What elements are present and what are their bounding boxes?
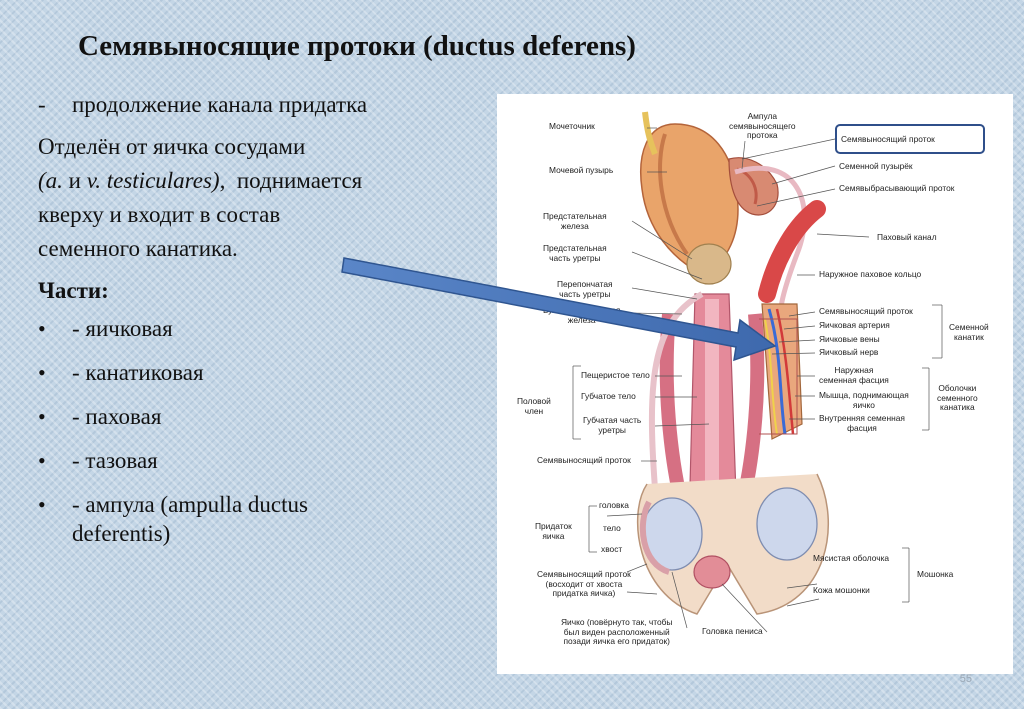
intro-line-1: - продолжение канала придатка <box>38 88 498 122</box>
parts-list: - яичковая - канатиковая - паховая - таз… <box>38 314 498 548</box>
text-block: - продолжение канала придатка Отделён от … <box>38 88 498 563</box>
intro-line-4: кверху и входит в состав <box>38 202 281 227</box>
label-inguinal-canal: Паховый канал <box>877 232 937 242</box>
intro-and: и <box>68 168 81 193</box>
intro-line-3: (a. и v. testiculares), поднимается <box>38 164 498 198</box>
list-item: - яичковая <box>38 314 498 343</box>
list-item: - паховая <box>38 402 498 431</box>
label-seminal-vesicle: Семенной пузырёк <box>839 161 913 171</box>
label-body: тело <box>603 523 621 533</box>
highlight-box <box>835 124 985 154</box>
label-vas-deferens-left: Семявыносящий проток <box>537 455 631 465</box>
label-scrotal-skin: Кожа мошонки <box>813 585 870 595</box>
list-item-line: - ампула (ampulla ductus <box>72 492 308 517</box>
label-cavernous-body: Пещеристое тело <box>581 370 650 380</box>
list-item: - ампула (ampulla ductus deferentis) <box>38 490 498 548</box>
label-bladder: Мочевой пузырь <box>549 165 614 175</box>
intro-line-2: Отделён от яичка сосудами <box>38 134 306 159</box>
label-ejaculatory-duct: Семявыбрасывающий проток <box>839 183 955 193</box>
page-number: 55 <box>959 673 972 685</box>
label-tail: хвост <box>601 544 623 554</box>
dash-marker: - <box>38 92 46 117</box>
label-testicular-nerve: Яичковый нерв <box>819 347 879 357</box>
label-vas-deferens-box: Семявыносящий проток <box>841 134 935 144</box>
intro-italic-a: (a. <box>38 168 63 193</box>
label-external-ring: Наружное паховое кольцо <box>819 269 922 279</box>
label-ureter: Мочеточник <box>549 121 595 131</box>
list-item: - канатиковая <box>38 358 498 387</box>
label-glans: Головка пениса <box>702 626 763 636</box>
label-testicular-veins: Яичковые вены <box>819 334 880 344</box>
label-scrotum: Мошонка <box>917 569 954 579</box>
list-item: - тазовая <box>38 446 498 475</box>
intro-line-5: семенного канатика. <box>38 236 238 261</box>
intro-text-1: продолжение канала придатка <box>72 92 368 117</box>
intro-italic-v: v. testiculares), <box>86 168 226 193</box>
label-testicular-artery: Яичковая артерия <box>819 320 890 330</box>
label-cord-vas: Семявыносящий проток <box>819 306 913 316</box>
parts-title: Части: <box>38 278 109 303</box>
label-dartos: Мясистая оболочка <box>813 553 890 563</box>
list-item-line: deferentis) <box>72 521 171 546</box>
label-head: головка <box>599 500 629 510</box>
label-spongy-body: Губчатое тело <box>581 391 636 401</box>
intro-rises: поднимается <box>236 168 363 193</box>
slide-title: Семявыносящие протоки (ductus deferens) <box>78 30 636 62</box>
